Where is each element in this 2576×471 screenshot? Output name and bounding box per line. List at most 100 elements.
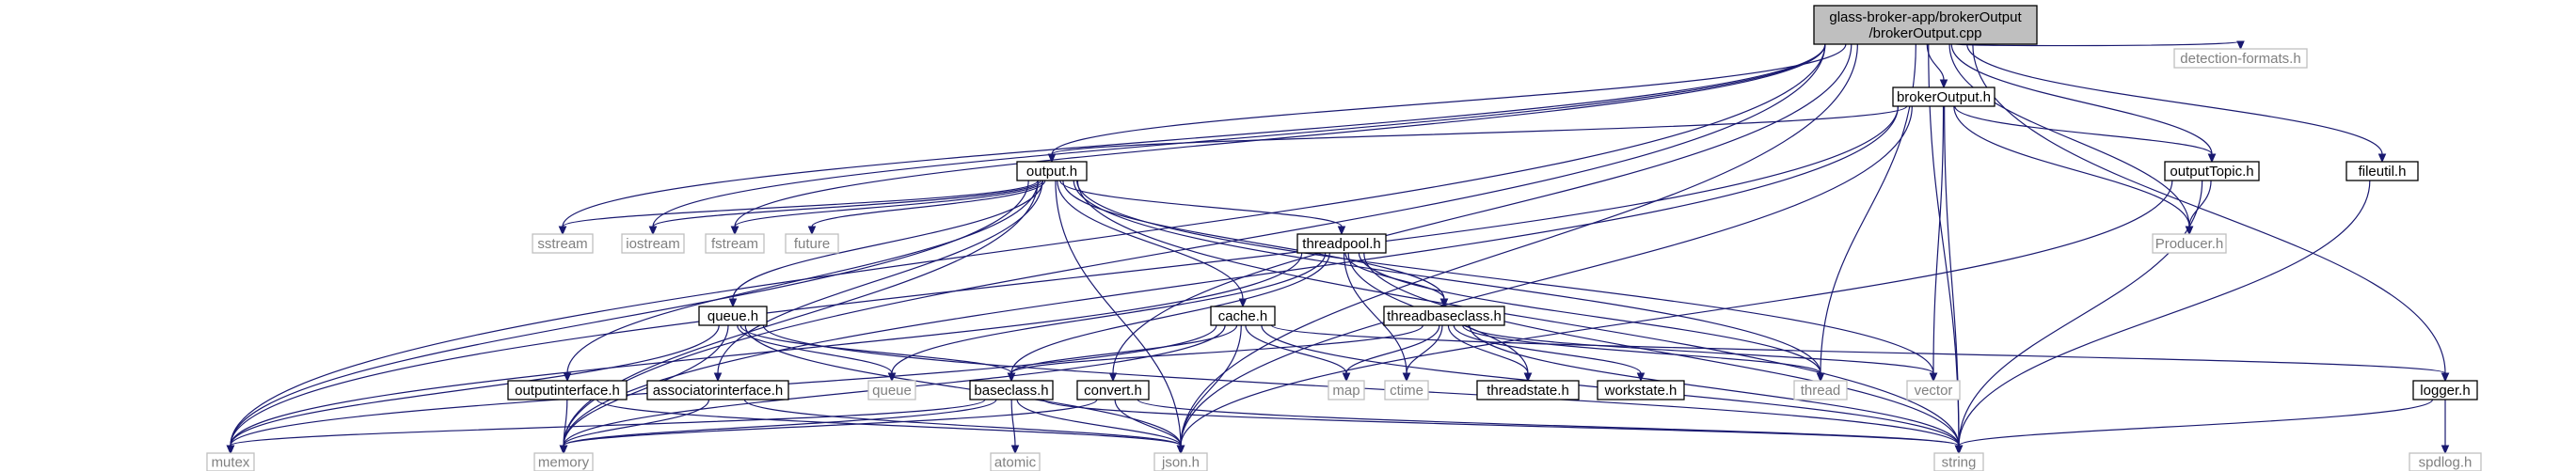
node-ctime[interactable]: ctime <box>1384 380 1429 400</box>
node-thread[interactable]: thread <box>1793 380 1848 400</box>
edge-line <box>1180 180 2173 447</box>
node-box <box>621 233 685 254</box>
node-box <box>1892 86 1996 107</box>
node-threadbaseclass-h[interactable]: threadbaseclass.h <box>1383 306 1505 326</box>
node-label: threadbaseclass.h <box>1387 308 1502 324</box>
node-label: ctime <box>1390 383 1423 399</box>
node-outputinterface-h[interactable]: outputinterface.h <box>507 380 628 400</box>
edge-arrowhead <box>1939 79 1948 89</box>
edge-output-h-to-threadpool-h <box>1059 180 1346 236</box>
edge-line <box>1112 43 1852 374</box>
node-box <box>1384 380 1429 400</box>
node-map[interactable]: map <box>1328 380 1365 400</box>
node-string[interactable]: string <box>1933 452 1984 471</box>
node-threadstate-h[interactable]: threadstate.h <box>1476 380 1580 400</box>
node-vector[interactable]: vector <box>1906 380 1961 400</box>
node-label: workstate.h <box>1604 383 1678 399</box>
node-box <box>867 380 916 400</box>
edge-convert-h-to-json-h <box>1114 399 1185 455</box>
edge-line <box>734 43 1826 228</box>
node-workstate-h[interactable]: workstate.h <box>1597 380 1685 400</box>
node-output-h[interactable]: output.h <box>1016 161 1088 181</box>
node-logger-h[interactable]: logger.h <box>2412 380 2478 400</box>
edge-line <box>596 399 1182 447</box>
node-box <box>785 233 839 254</box>
edge-line <box>230 105 1899 447</box>
edge-line <box>563 399 1098 447</box>
node-brokerOutput-h[interactable]: brokerOutput.h <box>1892 86 1996 107</box>
node-threadpool-h[interactable]: threadpool.h <box>1296 233 1387 254</box>
node-label: glass-broker-app/brokerOutput <box>1829 9 2022 25</box>
node-label: logger.h <box>2420 383 2470 399</box>
edge-arrowhead <box>648 226 658 236</box>
edge-line <box>891 252 1327 374</box>
node-label: sstream <box>537 236 587 252</box>
edge-brokerOutput-h-to-output-h <box>1047 105 1908 164</box>
node-box <box>1016 161 1088 181</box>
node-box <box>1076 380 1150 400</box>
node-iostream[interactable]: iostream <box>621 233 685 254</box>
node-baseclass-h[interactable]: baseclass.h <box>969 380 1054 400</box>
edge-line <box>1345 324 1440 374</box>
edge-threadbaseclass-h-to-threadstate-h <box>1447 324 1533 383</box>
node-sstream[interactable]: sstream <box>532 233 594 254</box>
node-box <box>1906 380 1961 400</box>
edge-logger-h-to-string <box>1954 399 2434 455</box>
edge-outputTopic-h-to-json-h <box>1176 180 2173 455</box>
edge-line <box>1462 324 1821 374</box>
node-label: queue <box>872 383 912 399</box>
node-label: queue.h <box>708 308 758 324</box>
node-label: vector <box>1915 383 1953 399</box>
edge-line <box>230 399 986 447</box>
node-outputTopic-h[interactable]: outputTopic.h <box>2164 161 2260 181</box>
node-label: convert.h <box>1084 383 1142 399</box>
graph-edges <box>226 40 2450 455</box>
edge-line <box>1137 399 1960 447</box>
edge-outputinterface-h-to-json-h <box>596 399 1185 455</box>
edge-arrowhead <box>2441 445 2450 455</box>
edge-arrowhead <box>558 226 567 236</box>
edge-threadbaseclass-h-to-vector <box>1468 324 1938 383</box>
node-json-h[interactable]: json.h <box>1153 452 1208 471</box>
edge-line <box>563 180 1039 447</box>
node-mutex[interactable]: mutex <box>206 452 255 471</box>
edge-arrowhead <box>1523 372 1533 383</box>
edge-line <box>1016 399 1182 447</box>
edge-line <box>1468 324 1934 374</box>
node-cache-h[interactable]: cache.h <box>1210 306 1276 326</box>
edge-line <box>1055 180 1182 447</box>
node-box <box>2412 380 2478 400</box>
node-box <box>705 233 765 254</box>
edge-line <box>1059 180 1343 228</box>
edge-line <box>1453 324 1642 374</box>
node-memory[interactable]: memory <box>533 452 594 471</box>
node-future[interactable]: future <box>785 233 839 254</box>
edge-line <box>1010 324 1423 374</box>
node-fstream[interactable]: fstream <box>705 233 765 254</box>
edge-threadbaseclass-h-to-ctime <box>1402 324 1443 383</box>
edge-line <box>563 43 1826 447</box>
edge-brokerOutput-h-to-memory <box>559 105 1899 455</box>
edge-line <box>1010 399 1016 447</box>
node-producer-h[interactable]: Producer.h <box>2152 233 2227 254</box>
node-associatorinterface-h[interactable]: associatorinterface.h <box>646 380 789 400</box>
node-fileutil-h[interactable]: fileutil.h <box>2345 161 2419 181</box>
edge-arrowhead <box>1954 445 1964 455</box>
edge-arrowhead <box>1047 153 1057 164</box>
node-atomic[interactable]: atomic <box>990 452 1041 471</box>
node-label: thread <box>1801 383 1841 399</box>
node-box <box>646 380 789 400</box>
node-queue-h[interactable]: queue.h <box>698 306 768 326</box>
node-label: string <box>1942 455 1977 471</box>
edge-arrowhead <box>2377 153 2387 164</box>
node-label: outputTopic.h <box>2170 164 2253 180</box>
node-label: threadstate.h <box>1487 383 1569 399</box>
node-detection-formats-h[interactable]: detection-formats.h <box>2173 48 2308 69</box>
node-spdlog-h[interactable]: spdlog.h <box>2409 452 2482 471</box>
node-queue[interactable]: queue <box>867 380 916 400</box>
node-convert-h[interactable]: convert.h <box>1076 380 1150 400</box>
node-root[interactable]: glass-broker-app/brokerOutput/brokerOutp… <box>1813 5 2038 45</box>
edge-brokerOutput-h-to-mutex <box>226 105 1899 455</box>
edge-baseclass-h-to-atomic <box>1010 399 1020 455</box>
edge-line <box>811 180 1046 228</box>
